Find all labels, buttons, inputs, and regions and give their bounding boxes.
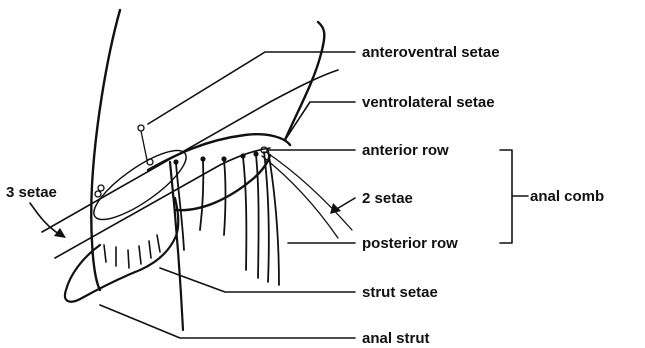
comb-seta-5: [256, 155, 259, 278]
strut-seta-3: [128, 250, 129, 268]
label-anal-comb: anal comb: [530, 188, 604, 205]
bracket-shape: [500, 150, 512, 243]
ventrolateral-seta-base-1: [98, 185, 104, 191]
anteroventral-seta-shaft: [141, 131, 147, 160]
label-three-setae: 3 setae: [6, 184, 57, 201]
comb-seta-base-2: [200, 156, 205, 161]
segment-right-edge: [285, 22, 324, 140]
ventrolateral-seta-base-3: [147, 159, 153, 165]
label-anal-strut: anal strut: [362, 330, 430, 347]
leader-ventrolateral: [285, 102, 355, 140]
label-posterior-row: posterior row: [362, 235, 458, 252]
label-anteroventral-setae: anteroventral setae: [362, 44, 500, 61]
papilla-outline: [65, 198, 178, 302]
comb-setae: [176, 150, 279, 285]
three-setae-arrowhead: [54, 228, 66, 238]
comb-seta-base-5: [253, 151, 258, 156]
comb-seta-7: [268, 150, 279, 285]
two-setae-hair-1: [266, 152, 352, 230]
anal-comb-bracket: [500, 150, 528, 243]
saddle-line-lower: [55, 148, 270, 258]
two-setae-arrowhead: [330, 203, 341, 214]
anteroventral-seta-base: [138, 125, 144, 131]
label-ventrolateral-setae: ventrolateral setae: [362, 94, 495, 111]
label-strut-setae: strut setae: [362, 284, 438, 301]
comb-seta-base-1: [173, 159, 178, 164]
saddle-line-upper: [42, 70, 338, 232]
comb-seta-base-4: [240, 153, 245, 158]
comb-seta-6: [264, 152, 269, 282]
anteroventral-seta: [138, 125, 147, 160]
ventrolateral-seta-base-2: [95, 191, 101, 197]
comb-seta-2: [200, 160, 203, 230]
strut-seta-5: [149, 241, 151, 258]
two-setae-hairs: [262, 152, 352, 238]
two-setae-hair-2: [262, 156, 338, 238]
label-anterior-row: anterior row: [362, 142, 449, 159]
comb-seta-base-3: [221, 156, 226, 161]
comb-seta-4: [243, 157, 246, 270]
label-two-setae: 2 setae: [362, 190, 413, 207]
strut-seta-6: [157, 235, 160, 252]
strut-seta-4: [139, 246, 141, 264]
leader-three-setae: [30, 203, 62, 236]
leader-anal-strut: [100, 305, 355, 338]
strut-seta-1: [104, 245, 106, 262]
